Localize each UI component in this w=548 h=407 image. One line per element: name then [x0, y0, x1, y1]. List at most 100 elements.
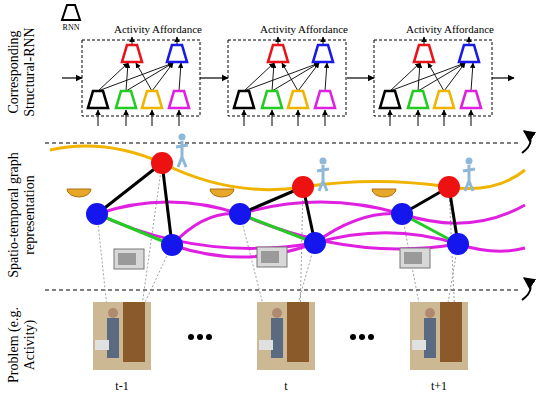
time-label: t [266, 379, 306, 393]
video-frame [425, 308, 435, 318]
video-frame [440, 302, 462, 362]
video-frame [271, 318, 283, 358]
factor-link [325, 63, 327, 91]
edge-rnn [380, 91, 400, 108]
human-icon [176, 141, 188, 167]
ellipsis-dot [188, 334, 194, 340]
unit-label: Affordance [295, 22, 351, 36]
leader-line [300, 187, 303, 318]
rnn-trapezoid [149, 36, 205, 64]
edge-rnn [315, 91, 335, 108]
temporal-edge [97, 214, 315, 248]
human-icon [320, 158, 327, 165]
edge-rnn [262, 91, 282, 108]
human-node [151, 152, 173, 174]
microwave-icon [118, 253, 136, 265]
edge-rnn [142, 91, 162, 108]
factor-link [98, 63, 128, 91]
edge-rnn [461, 91, 481, 108]
unit-label: Activity [402, 22, 446, 36]
object-node [304, 232, 326, 254]
video-frame [287, 302, 309, 362]
edge-rnn [169, 91, 189, 108]
rnn-unit: Affordance [149, 22, 205, 68]
factor-link [471, 63, 473, 91]
factor-link [390, 63, 420, 91]
edge-rnn [434, 91, 454, 108]
rnn-unit: Affordance [295, 22, 351, 68]
bowl-icon [372, 189, 396, 197]
bowl-icon [210, 189, 234, 197]
dashed-separator [45, 142, 518, 143]
temporal-edge [172, 214, 240, 245]
human-icon [179, 134, 186, 141]
node-rnn [167, 45, 187, 62]
object-node [391, 203, 413, 225]
rnn-unit: Activity [256, 22, 300, 68]
video-frame [272, 308, 282, 318]
rnn-trapezoid [441, 36, 497, 64]
temporal-arrow [347, 77, 374, 78]
node-rnn [268, 45, 288, 62]
input-arrow [418, 110, 419, 126]
object-node [86, 203, 108, 225]
input-arrow [471, 110, 472, 126]
object-node [447, 233, 469, 255]
video-frame [93, 302, 151, 370]
bowl-icon [67, 189, 91, 197]
video-frame [107, 318, 119, 358]
spatial-edge [240, 214, 315, 243]
spatial-edge [97, 214, 172, 245]
microwave-icon [404, 252, 422, 264]
video-frame [95, 340, 109, 350]
unit-label: RNN [58, 22, 84, 33]
rnn-trapezoid [62, 5, 80, 20]
human-icon [463, 165, 475, 191]
node-rnn [122, 45, 142, 62]
video-frame [93, 302, 468, 370]
input-arrow [390, 110, 391, 126]
factor-link [126, 63, 128, 91]
video-frame [123, 302, 145, 362]
input-arrow [244, 110, 245, 126]
spatial-edge [97, 163, 162, 214]
factor-link [179, 63, 181, 91]
factor-link [244, 63, 319, 91]
microwave-icon [261, 251, 279, 263]
input-arrow [152, 110, 153, 126]
dashed-separator [45, 289, 518, 290]
factor-link [152, 63, 173, 91]
unit-label: Activity [256, 22, 300, 36]
factor-link [272, 63, 274, 91]
time-frame-box [82, 40, 200, 116]
node-rnn [459, 45, 479, 62]
edge-rnn [408, 91, 428, 108]
video-frame [410, 302, 468, 370]
unit-label: Affordance [149, 22, 205, 36]
ellipsis-dot [350, 334, 356, 340]
video-frame [412, 340, 426, 350]
microwave-icon [400, 248, 430, 268]
temporal-edge [240, 214, 458, 249]
edge-rnn [88, 91, 108, 108]
ellipsis-dot [359, 334, 365, 340]
srnn-layer [62, 40, 514, 126]
temporal-arrow [492, 77, 514, 78]
edge-rnn [288, 91, 308, 108]
factor-link [390, 63, 465, 91]
factor-link [272, 63, 319, 91]
temporal-arrow [62, 77, 82, 78]
temporal-edge [315, 214, 402, 243]
rnn-unit: Activity [110, 22, 154, 68]
rnn-trapezoid [58, 2, 84, 22]
spatial-edge [162, 163, 172, 245]
leader-line [140, 163, 162, 320]
input-arrow [444, 110, 445, 126]
human-node [438, 176, 460, 198]
input-arrow [272, 110, 273, 126]
video-frame [257, 302, 315, 370]
row-title: Corresponding Structural-RNN [6, 12, 38, 132]
row-title: Problem (e.g. Activity) [6, 295, 38, 395]
human-icon [466, 158, 473, 165]
unit-label: Activity [110, 22, 154, 36]
